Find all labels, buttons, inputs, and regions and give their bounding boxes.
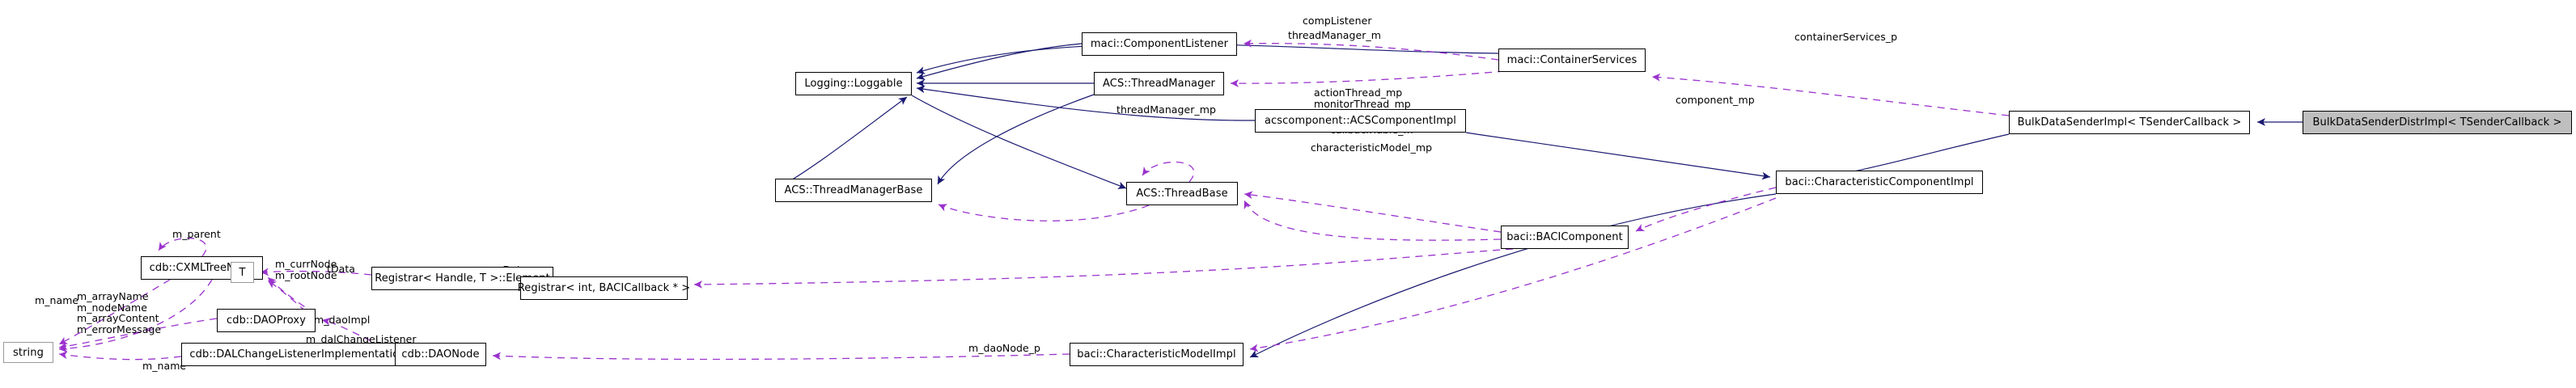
edge-usage-daonode-p xyxy=(492,352,1070,361)
node-label: maci::ComponentListener xyxy=(1090,38,1229,50)
node-maci-componentlistener[interactable]: maci::ComponentListener xyxy=(1082,32,1237,56)
node-template-parameter-t[interactable]: T xyxy=(231,262,254,283)
node-label: BulkDataSenderDistrImpl< TSenderCallback… xyxy=(2312,116,2562,129)
node-label: BulkDataSenderImpl< TSenderCallback > xyxy=(2017,116,2242,129)
edge-usage-nullthreadbase xyxy=(1142,161,1195,183)
edge-label-m-parent: m_parent xyxy=(172,228,221,240)
edge-label-characteristicmodel-mp: characteristicModel_mp xyxy=(1311,141,1433,154)
edge-label-m-name-left: m_name xyxy=(35,294,79,306)
node-label: baci::CharacteristicComponentImpl xyxy=(1785,176,1974,188)
node-label: Logging::Loggable xyxy=(804,78,903,90)
node-label: cdb::DALChangeListenerImplementation xyxy=(189,348,406,361)
node-acs-threadmanagerbase[interactable]: ACS::ThreadManagerBase xyxy=(775,179,932,202)
edge-threadmanager-base xyxy=(937,94,1095,185)
node-label: maci::ContainerServices xyxy=(1506,54,1638,66)
node-label: cdb::DAOProxy xyxy=(226,314,306,327)
edge-label-m-name-bottom: m_name xyxy=(142,360,187,372)
node-label: baci::BACIComponent xyxy=(1506,231,1623,243)
edge-loggable-threadbase xyxy=(911,95,1127,189)
node-logging-loggable[interactable]: Logging::Loggable xyxy=(795,72,912,95)
edge-usage-monitorthread-mp xyxy=(1244,200,1502,241)
edge-label-threadmanager-m: threadManager_m xyxy=(1288,29,1381,41)
edge-label-m-daonode-p: m_daoNode_p xyxy=(968,342,1041,354)
edge-usage-component-mp xyxy=(1635,187,1777,232)
node-acscomponent-acscomponentimpl[interactable]: acscomponent::ACSComponentImpl xyxy=(1255,109,1466,133)
edge-usage-callbacktable-m xyxy=(693,248,1514,289)
node-maci-containerservices[interactable]: maci::ContainerServices xyxy=(1498,48,1646,72)
node-label: T xyxy=(239,266,246,279)
node-registrar-int-bacicallback[interactable]: Registrar< int, BACICallback * > xyxy=(517,276,691,300)
edge-usage-m-name-bottom xyxy=(58,351,182,361)
edge-charcomponentimpl-charmodelimpl xyxy=(1249,193,1777,358)
edge-usage-actionthread-mp xyxy=(1244,191,1502,233)
node-acs-threadmanager[interactable]: ACS::ThreadManager xyxy=(1094,72,1224,95)
node-label: ACS::ThreadManager xyxy=(1103,78,1215,90)
edge-usage-complistener xyxy=(1243,39,1499,61)
node-cdb-daonode[interactable]: cdb::DAONode xyxy=(395,343,486,366)
node-label: cdb::DAONode xyxy=(401,348,480,361)
edge-usage-threadmanager-mp xyxy=(938,204,1150,221)
node-bulkdatasenderdistrimpl[interactable]: BulkDataSenderDistrImpl< TSenderCallback… xyxy=(2303,111,2572,134)
node-label: Registrar< Handle, T >::Element xyxy=(375,272,550,285)
node-bulkdatasenderimpl[interactable]: BulkDataSenderImpl< TSenderCallback > xyxy=(2009,111,2250,134)
node-baci-bacicomponent[interactable]: baci::BACIComponent xyxy=(1501,226,1629,249)
node-acs-threadbase[interactable]: ACS::ThreadBase xyxy=(1126,182,1238,205)
node-baci-characteristicmodelimpl[interactable]: baci::CharacteristicModelImpl xyxy=(1070,343,1244,366)
node-label: Registrar< int, BACICallback * > xyxy=(517,282,691,294)
edge-acscomponentimpl-charcomponentimpl xyxy=(1465,132,1771,180)
node-label: acscomponent::ACSComponentImpl xyxy=(1264,115,1457,127)
node-label: ACS::ThreadManagerBase xyxy=(784,184,923,196)
edge-label-threadmanager-mp: threadManager_mp xyxy=(1116,103,1216,116)
edge-label-tdata: tData xyxy=(327,263,355,275)
edge-label-m-daoimpl: m_daoImpl xyxy=(314,314,371,326)
node-label: string xyxy=(13,346,44,359)
node-cdb-daoproxy[interactable]: cdb::DAOProxy xyxy=(217,309,316,332)
edge-label-containerservices-p: containerServices_p xyxy=(1794,31,1898,43)
node-baci-characteristiccomponentimpl[interactable]: baci::CharacteristicComponentImpl xyxy=(1776,171,1983,194)
node-label: baci::CharacteristicModelImpl xyxy=(1077,348,1236,361)
edge-label-complistener: compListener xyxy=(1303,15,1372,27)
edge-usage-charmodel-mp xyxy=(1249,197,1777,352)
edge-label-component-mp: component_mp xyxy=(1676,94,1755,106)
edge-usage-threadmanager-m xyxy=(1230,70,1506,88)
node-cdb-dalchangelistenerimplementation[interactable]: cdb::DALChangeListenerImplementation xyxy=(181,343,414,366)
edge-usage-m-parent xyxy=(158,237,207,257)
node-label: cdb::CXMLTreeNode xyxy=(149,262,255,274)
node-label: ACS::ThreadBase xyxy=(1136,188,1228,200)
node-string[interactable]: string xyxy=(3,342,53,363)
